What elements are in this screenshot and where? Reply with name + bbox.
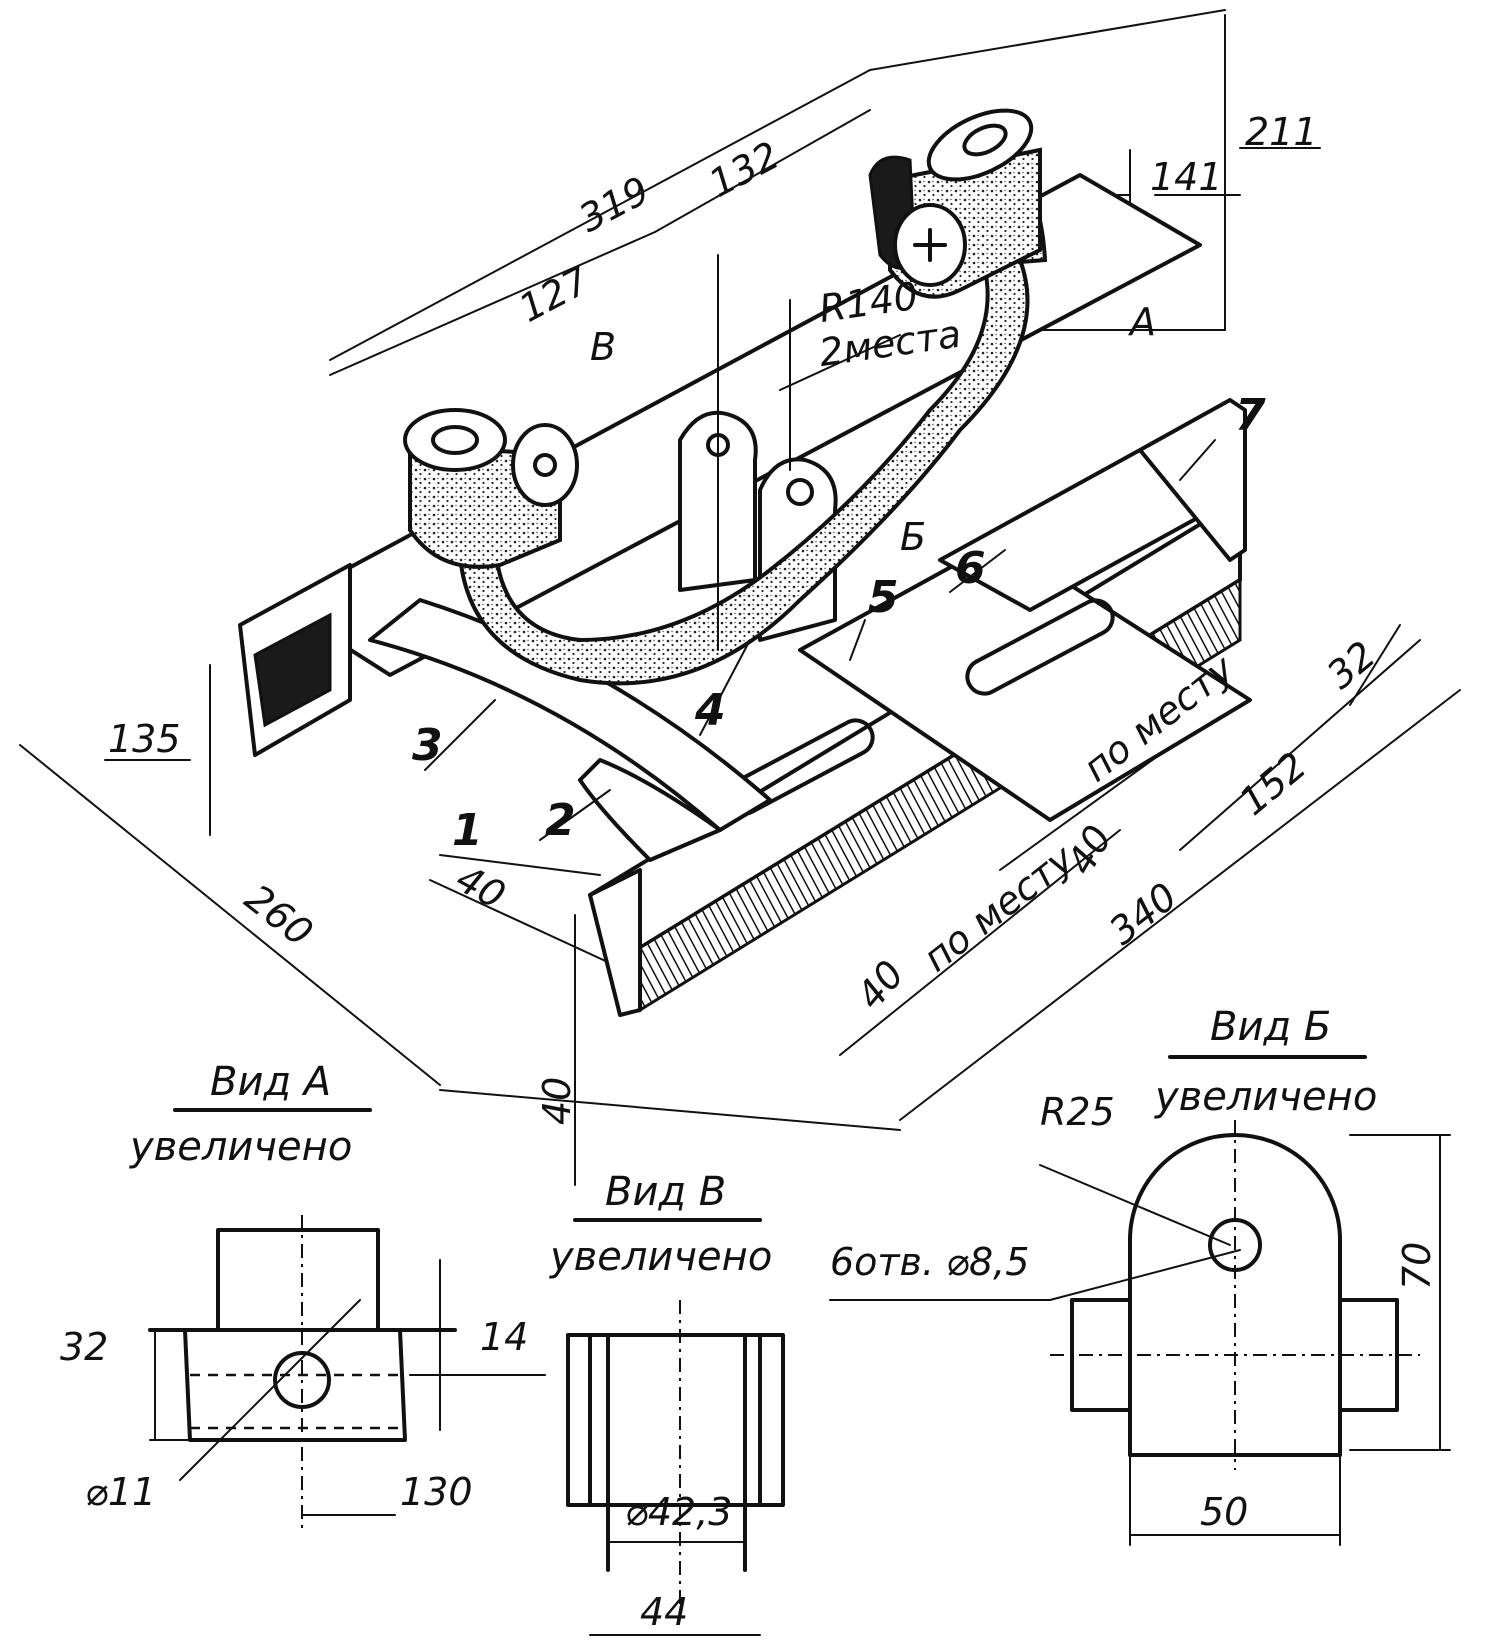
view-marker-a: A [1127, 300, 1156, 344]
view-b-subtitle: увеличено [1154, 1074, 1377, 1120]
dim-40-c: 40 [848, 952, 913, 1017]
part-number-3: 3 [412, 720, 443, 771]
dim-260: 260 [237, 876, 321, 955]
view-b-dim-r25: R25 [1040, 1090, 1115, 1134]
dim-211: 211 [1245, 110, 1318, 154]
view-a-dim-14: 14 [480, 1315, 528, 1359]
dim-319: 319 [572, 168, 657, 241]
clevis-heads [403, 108, 1042, 569]
view-b-holes-note: 6отв. ⌀8,5 [830, 1240, 1029, 1284]
dimension-lines [19, 9, 1461, 1186]
part-number-1: 1 [452, 805, 483, 856]
dim-132: 132 [702, 133, 787, 206]
cross-members [725, 398, 1252, 822]
dim-340: 340 [1101, 874, 1185, 953]
dim-40-b: 40 [535, 1077, 579, 1125]
dim-32: 32 [1319, 633, 1384, 698]
view-b-dim-50: 50 [1200, 1490, 1248, 1534]
view-marker-v: В [590, 325, 616, 369]
part-number-4: 4 [694, 685, 726, 736]
dim-127: 127 [512, 258, 597, 331]
view-a-title: Вид А [210, 1059, 331, 1105]
dim-141: 141 [1150, 155, 1223, 199]
view-b-dim-70: 70 [1395, 1242, 1439, 1290]
in-place-label-2: по месту [915, 836, 1083, 980]
view-a-dim-130: 130 [400, 1470, 473, 1514]
dim-40-a: 40 [449, 856, 512, 918]
view-a: Вид А увеличено 32 14 130 ⌀11 [60, 1059, 546, 1530]
view-b-title: Вид Б [1210, 1004, 1331, 1050]
view-v-title: Вид В [605, 1169, 726, 1215]
part-number-7: 7 [1235, 390, 1266, 441]
view-v-dim-tube: ⌀42,3 [625, 1490, 733, 1534]
view-v-subtitle: увеличено [549, 1234, 772, 1280]
part-number-5: 5 [868, 572, 899, 623]
view-b: Вид Б увеличено R25 6отв. ⌀8,5 70 50 [829, 1004, 1451, 1546]
view-a-subtitle: увеличено [129, 1124, 352, 1170]
view-marker-b: Б [900, 515, 926, 559]
view-v: Вид В увеличено ⌀42,3 44 [549, 1169, 785, 1636]
view-a-dim-32: 32 [60, 1325, 108, 1369]
isometric-view [19, 9, 1461, 1186]
dim-135: 135 [108, 717, 181, 761]
view-v-dim-44: 44 [640, 1590, 688, 1634]
part-number-2: 2 [545, 795, 576, 846]
view-a-hole-11: ⌀11 [85, 1470, 156, 1514]
